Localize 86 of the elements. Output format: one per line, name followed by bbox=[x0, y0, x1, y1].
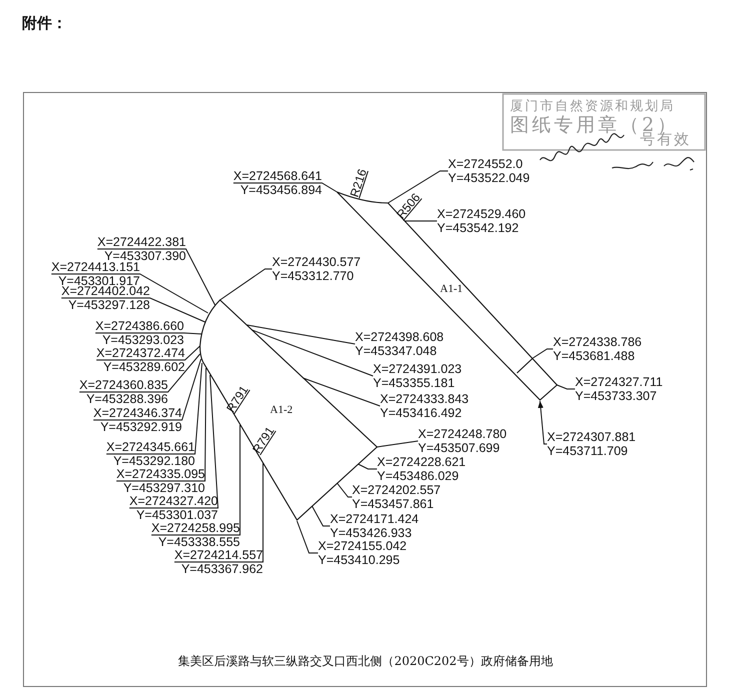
coordinate-label: X=2724171.424 bbox=[330, 512, 419, 526]
coordinate-label: Y=453486.029 bbox=[377, 469, 460, 483]
coordinate-label: Y=453288.396 bbox=[85, 392, 168, 406]
coordinate-label: X=2724228.621 bbox=[377, 455, 466, 469]
coordinate-label: X=2724422.381 bbox=[97, 235, 186, 249]
coordinate-label: X=2724568.641 bbox=[233, 169, 322, 183]
parcel-label: A1-2 bbox=[270, 404, 293, 416]
leader-line bbox=[376, 440, 418, 448]
coordinate-label: Y=453542.192 bbox=[437, 221, 520, 235]
leader-line bbox=[128, 374, 219, 508]
coordinate-label: Y=453416.492 bbox=[380, 406, 463, 420]
radius-label: R216 bbox=[347, 167, 370, 199]
coordinate-label: X=2724552.0 bbox=[448, 157, 524, 171]
coordinate-label: X=2724345.661 bbox=[106, 440, 195, 454]
leader-line bbox=[296, 520, 318, 554]
coordinate-label: X=2724327.711 bbox=[575, 375, 663, 389]
coordinate-label: Y=453681.488 bbox=[553, 349, 636, 363]
coordinate-label: Y=453312.770 bbox=[272, 269, 355, 283]
coordinate-label: Y=453367.962 bbox=[180, 562, 263, 576]
coordinate-label: Y=453338.555 bbox=[157, 535, 240, 549]
coordinate-label: Y=453297.128 bbox=[67, 298, 150, 312]
coordinate-label: X=2724327.420 bbox=[129, 494, 218, 508]
coordinate-label: X=2724335.095 bbox=[116, 467, 205, 481]
coordinate-label: Y=453456.894 bbox=[239, 183, 322, 197]
coordinate-label: X=2724333.843 bbox=[380, 392, 469, 406]
leader-line bbox=[538, 400, 548, 444]
coordinate-label: Y=453426.933 bbox=[330, 526, 413, 540]
leader-line bbox=[358, 464, 378, 470]
leader-line bbox=[150, 424, 240, 536]
coordinate-label: Y=453292.180 bbox=[112, 454, 195, 468]
leader-line bbox=[246, 324, 356, 344]
coordinate-label: Y=453307.390 bbox=[104, 249, 186, 263]
leader-line bbox=[60, 298, 206, 322]
leader-line bbox=[556, 384, 576, 390]
coordinate-label: Y=453507.699 bbox=[418, 441, 501, 455]
coordinate-label: Y=453347.048 bbox=[355, 344, 438, 358]
leader-line bbox=[312, 506, 330, 526]
leader-line bbox=[92, 358, 202, 420]
parcel-label: A1-1 bbox=[440, 283, 463, 295]
coordinate-label: X=2724360.835 bbox=[79, 378, 168, 392]
coordinate-label: X=2724529.460 bbox=[437, 207, 526, 221]
coordinate-label: X=2724338.786 bbox=[553, 335, 642, 349]
leader-line bbox=[232, 182, 338, 192]
coordinate-label: X=2724155.042 bbox=[318, 539, 407, 553]
leader-line bbox=[404, 220, 438, 222]
coordinate-label: Y=453289.602 bbox=[102, 360, 185, 374]
leader-line bbox=[302, 378, 380, 406]
leader-line bbox=[78, 354, 200, 392]
coordinate-label: Y=453733.307 bbox=[575, 389, 658, 403]
leader-line bbox=[94, 332, 202, 334]
coordinate-label: X=2724386.660 bbox=[95, 319, 184, 333]
coordinate-label: X=2724391.023 bbox=[373, 362, 462, 376]
coordinate-label: X=2724307.881 bbox=[547, 430, 636, 444]
coordinate-label: Y=453292.919 bbox=[99, 420, 182, 434]
leader-line bbox=[220, 268, 272, 300]
coordinate-label: Y=453293.023 bbox=[101, 333, 184, 347]
caption: 集美区后溪路与软三纵路交叉口西北侧（2020C202号）政府储备用地 bbox=[178, 654, 553, 668]
coordinate-label: X=2724402.042 bbox=[61, 284, 150, 298]
coordinate-label: Y=453355.181 bbox=[373, 376, 456, 390]
leader-line bbox=[96, 346, 200, 360]
leader-line bbox=[532, 348, 554, 358]
coordinate-label: X=2724346.374 bbox=[93, 406, 182, 420]
coordinate-label: Y=453301.037 bbox=[135, 508, 218, 522]
leader-line bbox=[50, 274, 208, 314]
stamp-text: 厦门市自然资源和规划局 bbox=[510, 98, 675, 115]
coordinate-label: Y=453410.295 bbox=[318, 553, 401, 567]
leader-line bbox=[336, 482, 352, 498]
leader-line bbox=[106, 362, 202, 454]
coordinate-label: X=2724202.557 bbox=[352, 483, 441, 497]
coordinate-label: X=2724430.577 bbox=[272, 255, 361, 269]
coordinate-label: X=2724413.151 bbox=[51, 260, 140, 274]
coordinate-label: Y=453711.709 bbox=[547, 444, 629, 458]
coordinate-label: Y=453297.310 bbox=[122, 481, 205, 495]
leader-line bbox=[96, 248, 216, 306]
leader-line bbox=[116, 368, 206, 482]
leader-line bbox=[388, 170, 448, 204]
coordinate-label: X=2724372.474 bbox=[96, 346, 185, 360]
coordinate-label: X=2724214.557 bbox=[174, 548, 263, 562]
coordinate-label: X=2724258.995 bbox=[151, 521, 240, 535]
leader-line bbox=[252, 330, 374, 376]
coordinate-label: Y=453522.049 bbox=[448, 171, 530, 185]
coordinate-label: X=2724398.608 bbox=[355, 330, 444, 344]
coordinate-label: X=2724248.780 bbox=[418, 427, 507, 441]
coordinate-label: Y=453457.861 bbox=[352, 497, 435, 511]
heading: 附件： bbox=[22, 14, 67, 33]
leader-line bbox=[174, 462, 264, 562]
